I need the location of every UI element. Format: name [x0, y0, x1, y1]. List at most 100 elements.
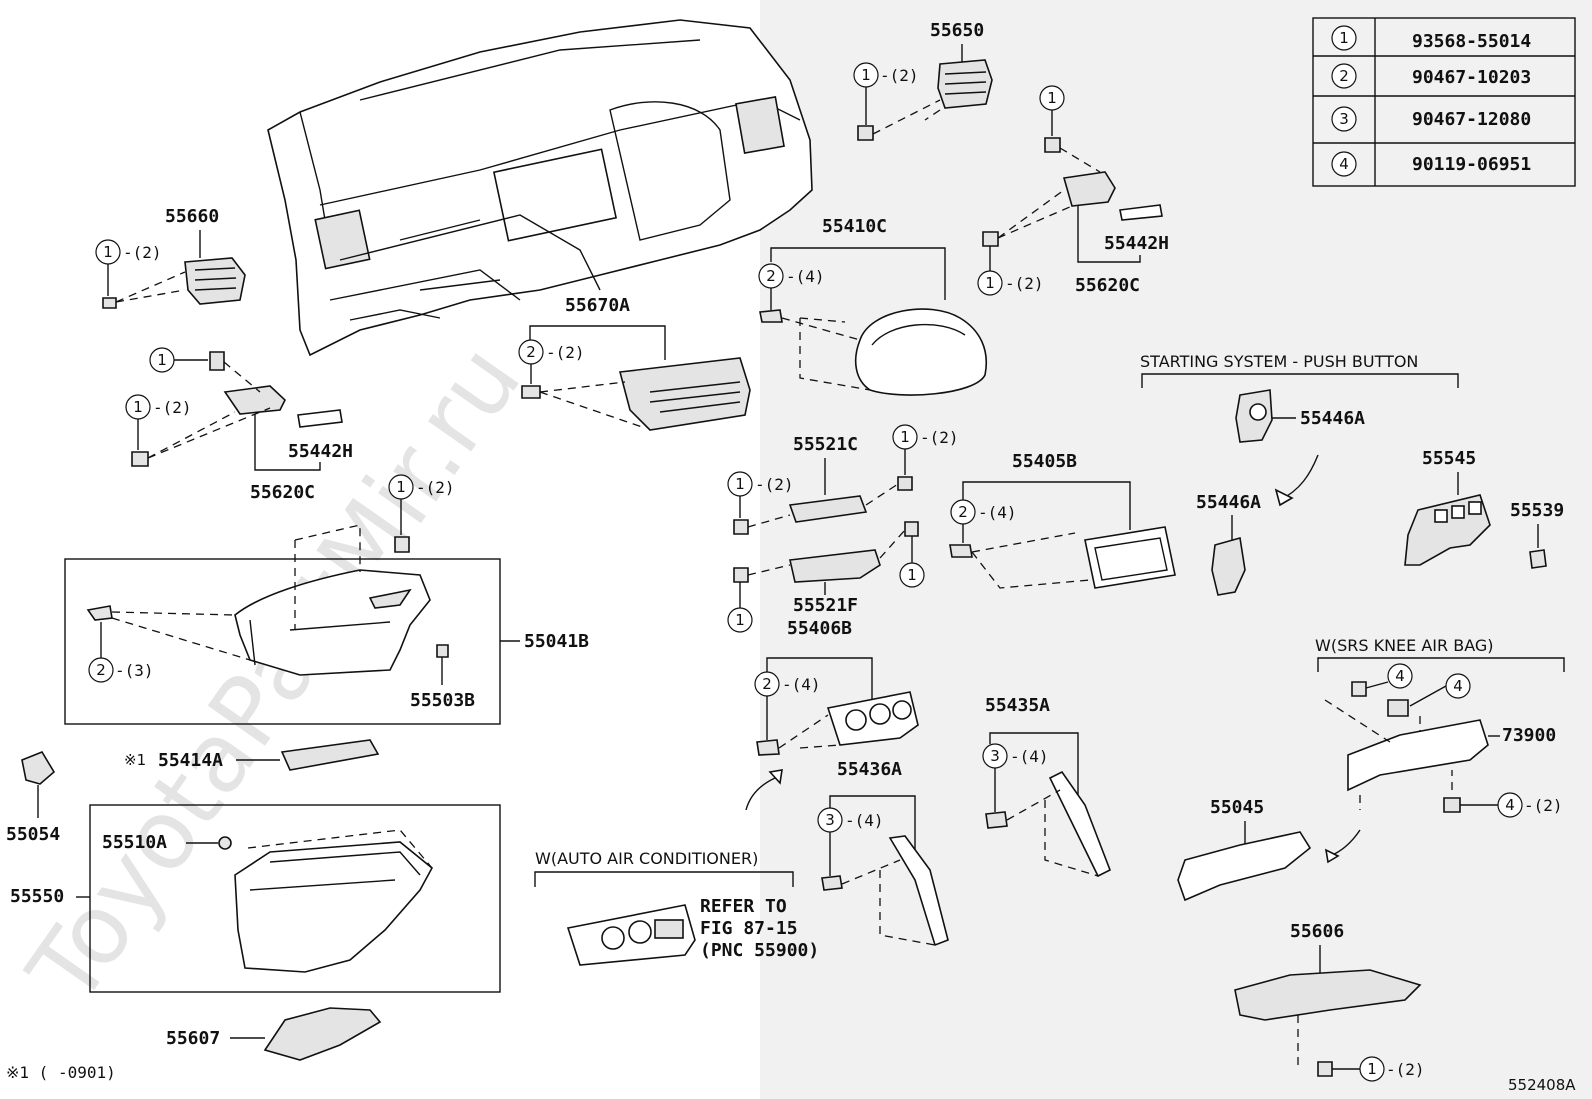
callout-num: 1	[1047, 89, 1057, 107]
screw-icon	[394, 536, 410, 553]
part-label-55606[interactable]: 55606	[1290, 921, 1344, 942]
part-label-55660[interactable]: 55660	[165, 206, 219, 227]
callout-num: 1	[396, 478, 406, 496]
callout-qty: -(2)	[920, 428, 959, 447]
screw-icon	[733, 519, 749, 535]
vent-insert-right-icon	[1119, 204, 1163, 221]
glovebox-door-icon	[234, 841, 434, 973]
part-label-55446A[interactable]: 55446A	[1196, 492, 1261, 513]
screw-icon	[982, 231, 999, 247]
part-label-55045[interactable]: 55045	[1210, 797, 1264, 818]
part-label-55405B[interactable]: 55405B	[1012, 451, 1077, 472]
part-55545-group: 55545 55539	[1404, 448, 1564, 569]
part-label-55406B[interactable]: 55406B	[787, 618, 852, 639]
plug-icon	[1529, 549, 1547, 569]
part-label-55435A[interactable]: 55435A	[985, 695, 1050, 716]
callout-num: 3	[825, 811, 835, 829]
part-55054-group: 55054	[6, 751, 60, 845]
part-label-55436A[interactable]: 55436A	[837, 759, 902, 780]
grommet-icon	[436, 644, 449, 658]
lower-bracket-icon	[263, 1007, 382, 1061]
knee-airbag-icon	[1347, 719, 1489, 792]
side-vent-left-icon	[184, 257, 246, 305]
arrow-icon	[1274, 488, 1294, 507]
callout-num: 4	[1395, 667, 1405, 685]
screw-icon	[857, 125, 874, 141]
callout-num: 2	[526, 343, 536, 361]
legend-ref-2: 2	[1339, 67, 1349, 85]
part-label-55446A[interactable]: 55446A	[1300, 408, 1365, 429]
clip-icon	[86, 605, 113, 621]
bracket-upper-icon	[788, 495, 868, 523]
screw-icon	[102, 297, 117, 309]
part-label-55510A[interactable]: 55510A	[102, 832, 167, 853]
callout-qty: -(2)	[1386, 1060, 1425, 1079]
part-label-55620C[interactable]: 55620C	[250, 482, 315, 503]
part-label-55521F[interactable]: 55521F	[793, 595, 858, 616]
callout-num: 1	[907, 566, 917, 584]
callout-qty: -(2)	[123, 243, 162, 262]
screw-icon	[131, 451, 149, 467]
callout-num: 1	[103, 243, 113, 261]
legend-part-2[interactable]: 90467-10203	[1412, 67, 1531, 88]
callout-num: 1	[133, 398, 143, 416]
legend-part-4[interactable]: 90119-06951	[1412, 154, 1531, 175]
callout-num: 2	[762, 675, 772, 693]
shaded-panel-background	[760, 0, 1592, 1099]
callout-qty: -(2)	[755, 475, 794, 494]
part-label-55054[interactable]: 55054	[6, 824, 60, 845]
part-label-55550[interactable]: 55550	[10, 886, 64, 907]
diagram-id: 552408A	[1508, 1076, 1576, 1094]
screw-icon	[1044, 137, 1061, 153]
callout-qty: -(3)	[115, 661, 154, 680]
callout-num: 1	[900, 428, 910, 446]
part-label-55545[interactable]: 55545	[1422, 448, 1476, 469]
callout-qty: -(4)	[845, 811, 884, 830]
part-label-55521C[interactable]: 55521C	[793, 434, 858, 455]
multi-display-icon	[1084, 526, 1176, 589]
part-55405B-group: 55405B 2 -(4)	[949, 451, 1176, 589]
part-55620C-left-group: 1 1 -(2) 55442H 55620C	[125, 347, 353, 503]
part-label-55503B[interactable]: 55503B	[410, 690, 475, 711]
part-label-55442H[interactable]: 55442H	[1104, 233, 1169, 254]
part-55410C-group: 55410C 2 -(4)	[758, 216, 987, 396]
legend-part-3[interactable]: 90467-12080	[1412, 109, 1531, 130]
part-label-55650[interactable]: 55650	[930, 20, 984, 41]
legend-row-2: 2 90467-10203	[1331, 63, 1531, 89]
clip-icon	[759, 309, 783, 323]
screw-icon	[897, 476, 913, 491]
callout-qty: -(2)	[880, 66, 919, 85]
part-label-55670A[interactable]: 55670A	[565, 295, 630, 316]
callout-num: 3	[990, 747, 1000, 765]
srs-knee-airbag-group: W(SRS KNEE AIR BAG) 4 4 73900 4 -(2)	[1315, 636, 1565, 864]
legend-ref-3: 3	[1339, 110, 1349, 128]
part-55045-group: 55045	[1177, 797, 1312, 902]
callout-num: 4	[1505, 796, 1515, 814]
part-label-55410C[interactable]: 55410C	[822, 216, 887, 237]
group-header-auto-air-conditioner: W(AUTO AIR CONDITIONER)	[535, 849, 758, 868]
legend-part-1[interactable]: 93568-55014	[1412, 31, 1531, 52]
bracket-lower-icon	[789, 549, 881, 583]
part-label-55414A[interactable]: 55414A	[158, 750, 223, 771]
part-label-55607[interactable]: 55607	[166, 1028, 220, 1049]
clip-icon	[756, 739, 780, 756]
part-55435A-group: 55435A 3 -(4)	[982, 695, 1112, 878]
refer-line-1: REFER TO	[700, 896, 787, 917]
callout-qty: -(4)	[786, 267, 825, 286]
callout-qty: -(2)	[1005, 274, 1044, 293]
callout-qty: -(2)	[546, 343, 585, 362]
part-label-55442H[interactable]: 55442H	[288, 441, 353, 462]
part-label-55539[interactable]: 55539	[1510, 500, 1564, 521]
note-mark: ※1	[124, 751, 146, 769]
bolt-icon	[1387, 699, 1409, 717]
screw-icon	[1317, 1061, 1333, 1077]
part-label-55041B[interactable]: 55041B	[524, 631, 589, 652]
callout-num: 1	[1367, 1060, 1377, 1078]
part-55521-group: 55521C 1 -(2) 1 -(2) 1 1 55521F	[727, 424, 959, 633]
part-label-55620C[interactable]: 55620C	[1075, 275, 1140, 296]
part-55436A-group: 55436A 3 -(4)	[817, 759, 949, 947]
group-header-srs-knee-airbag: W(SRS KNEE AIR BAG)	[1315, 636, 1494, 655]
part-label-73900[interactable]: 73900	[1502, 725, 1556, 746]
